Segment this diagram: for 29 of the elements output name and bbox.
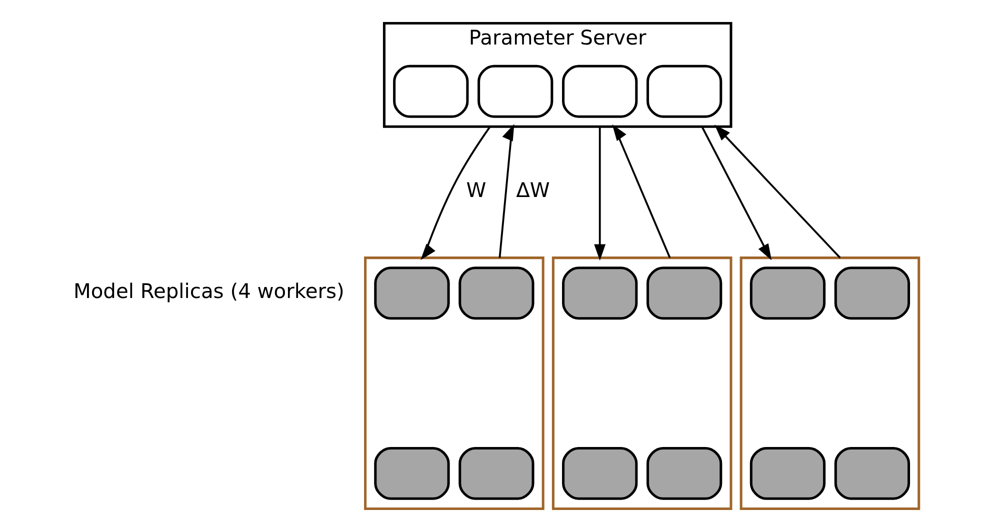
node-box — [458, 446, 534, 500]
cluster: Parameter Server — [382, 22, 732, 128]
edge-label: W — [466, 178, 486, 202]
node-box — [562, 446, 638, 500]
node-box — [646, 64, 722, 118]
node-box — [646, 446, 722, 500]
node-box — [646, 266, 722, 320]
arrow — [612, 124, 671, 258]
arrow — [498, 124, 514, 258]
node-box — [562, 266, 638, 320]
label: Model Replicas (4 workers) — [73, 278, 344, 303]
node-box — [834, 446, 910, 500]
node-box — [458, 266, 534, 320]
arrow — [420, 126, 491, 260]
cluster — [552, 256, 732, 510]
node-box — [478, 64, 554, 118]
arrow — [594, 126, 606, 261]
node-box — [393, 64, 469, 118]
node-box — [374, 266, 450, 320]
arrow — [714, 124, 841, 258]
node-box — [750, 446, 826, 500]
cluster — [364, 256, 544, 510]
arrow — [701, 126, 772, 260]
node-box — [750, 266, 826, 320]
cluster — [740, 256, 920, 510]
node-box — [374, 446, 450, 500]
edge-label: ΔW — [516, 178, 550, 202]
node-box — [562, 64, 638, 118]
node-box — [834, 266, 910, 320]
